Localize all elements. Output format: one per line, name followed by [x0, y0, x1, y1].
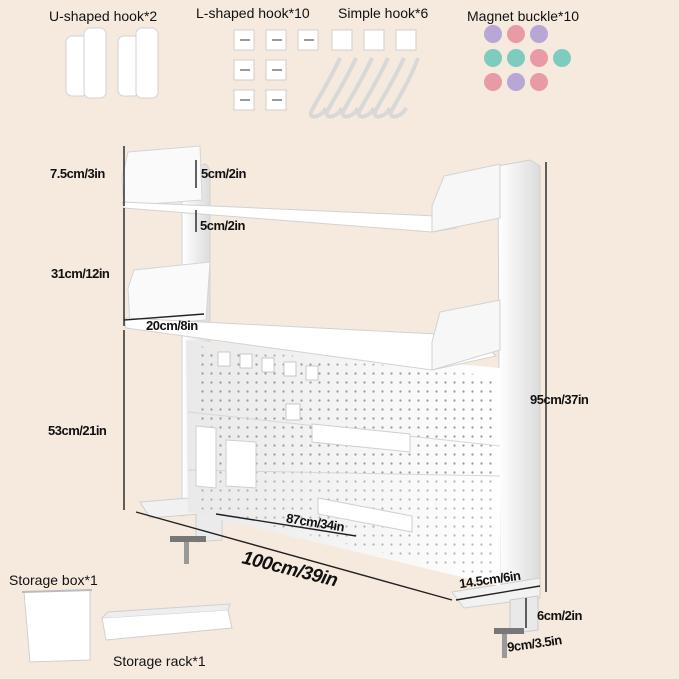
pegboard	[186, 340, 501, 586]
rail-height-label: 7.5cm/3in	[50, 166, 105, 181]
l-hook-label: L-shaped hook*10	[196, 5, 310, 21]
u-hook-label: U-shaped hook*2	[49, 8, 158, 24]
clamp-height-label: 6cm/2in	[537, 608, 582, 623]
right-post	[451, 159, 541, 658]
total-height-label: 95cm/37in	[530, 392, 589, 407]
simple-hook-icon	[308, 29, 420, 119]
u-hook-icon	[65, 27, 159, 99]
middle-shelf	[123, 261, 501, 371]
top-shelf-gap-label: 5cm/2in	[200, 218, 245, 233]
storage-rack	[101, 603, 233, 641]
mid-shelf-depth-label: 20cm/8in	[146, 318, 198, 333]
magnet-label: Magnet buckle*10	[467, 8, 580, 24]
magnet-buckle-icon	[484, 25, 571, 91]
top-shelf	[121, 145, 501, 233]
storage-box	[21, 589, 93, 663]
top-shelf-depth-label: 5cm/2in	[201, 166, 246, 181]
pegboard-height-label: 53cm/21in	[48, 423, 107, 438]
storage-box-label: Storage box*1	[9, 572, 98, 588]
pegboard-hooks	[217, 351, 319, 421]
simple-hook-label: Simple hook*6	[338, 5, 429, 21]
shelf-spacing-label: 31cm/12in	[51, 266, 110, 281]
l-hook-icon	[233, 29, 319, 111]
dimension-lines	[123, 146, 547, 628]
storage-rack-label: Storage rack*1	[113, 653, 206, 669]
pegboard-storage	[195, 423, 413, 533]
